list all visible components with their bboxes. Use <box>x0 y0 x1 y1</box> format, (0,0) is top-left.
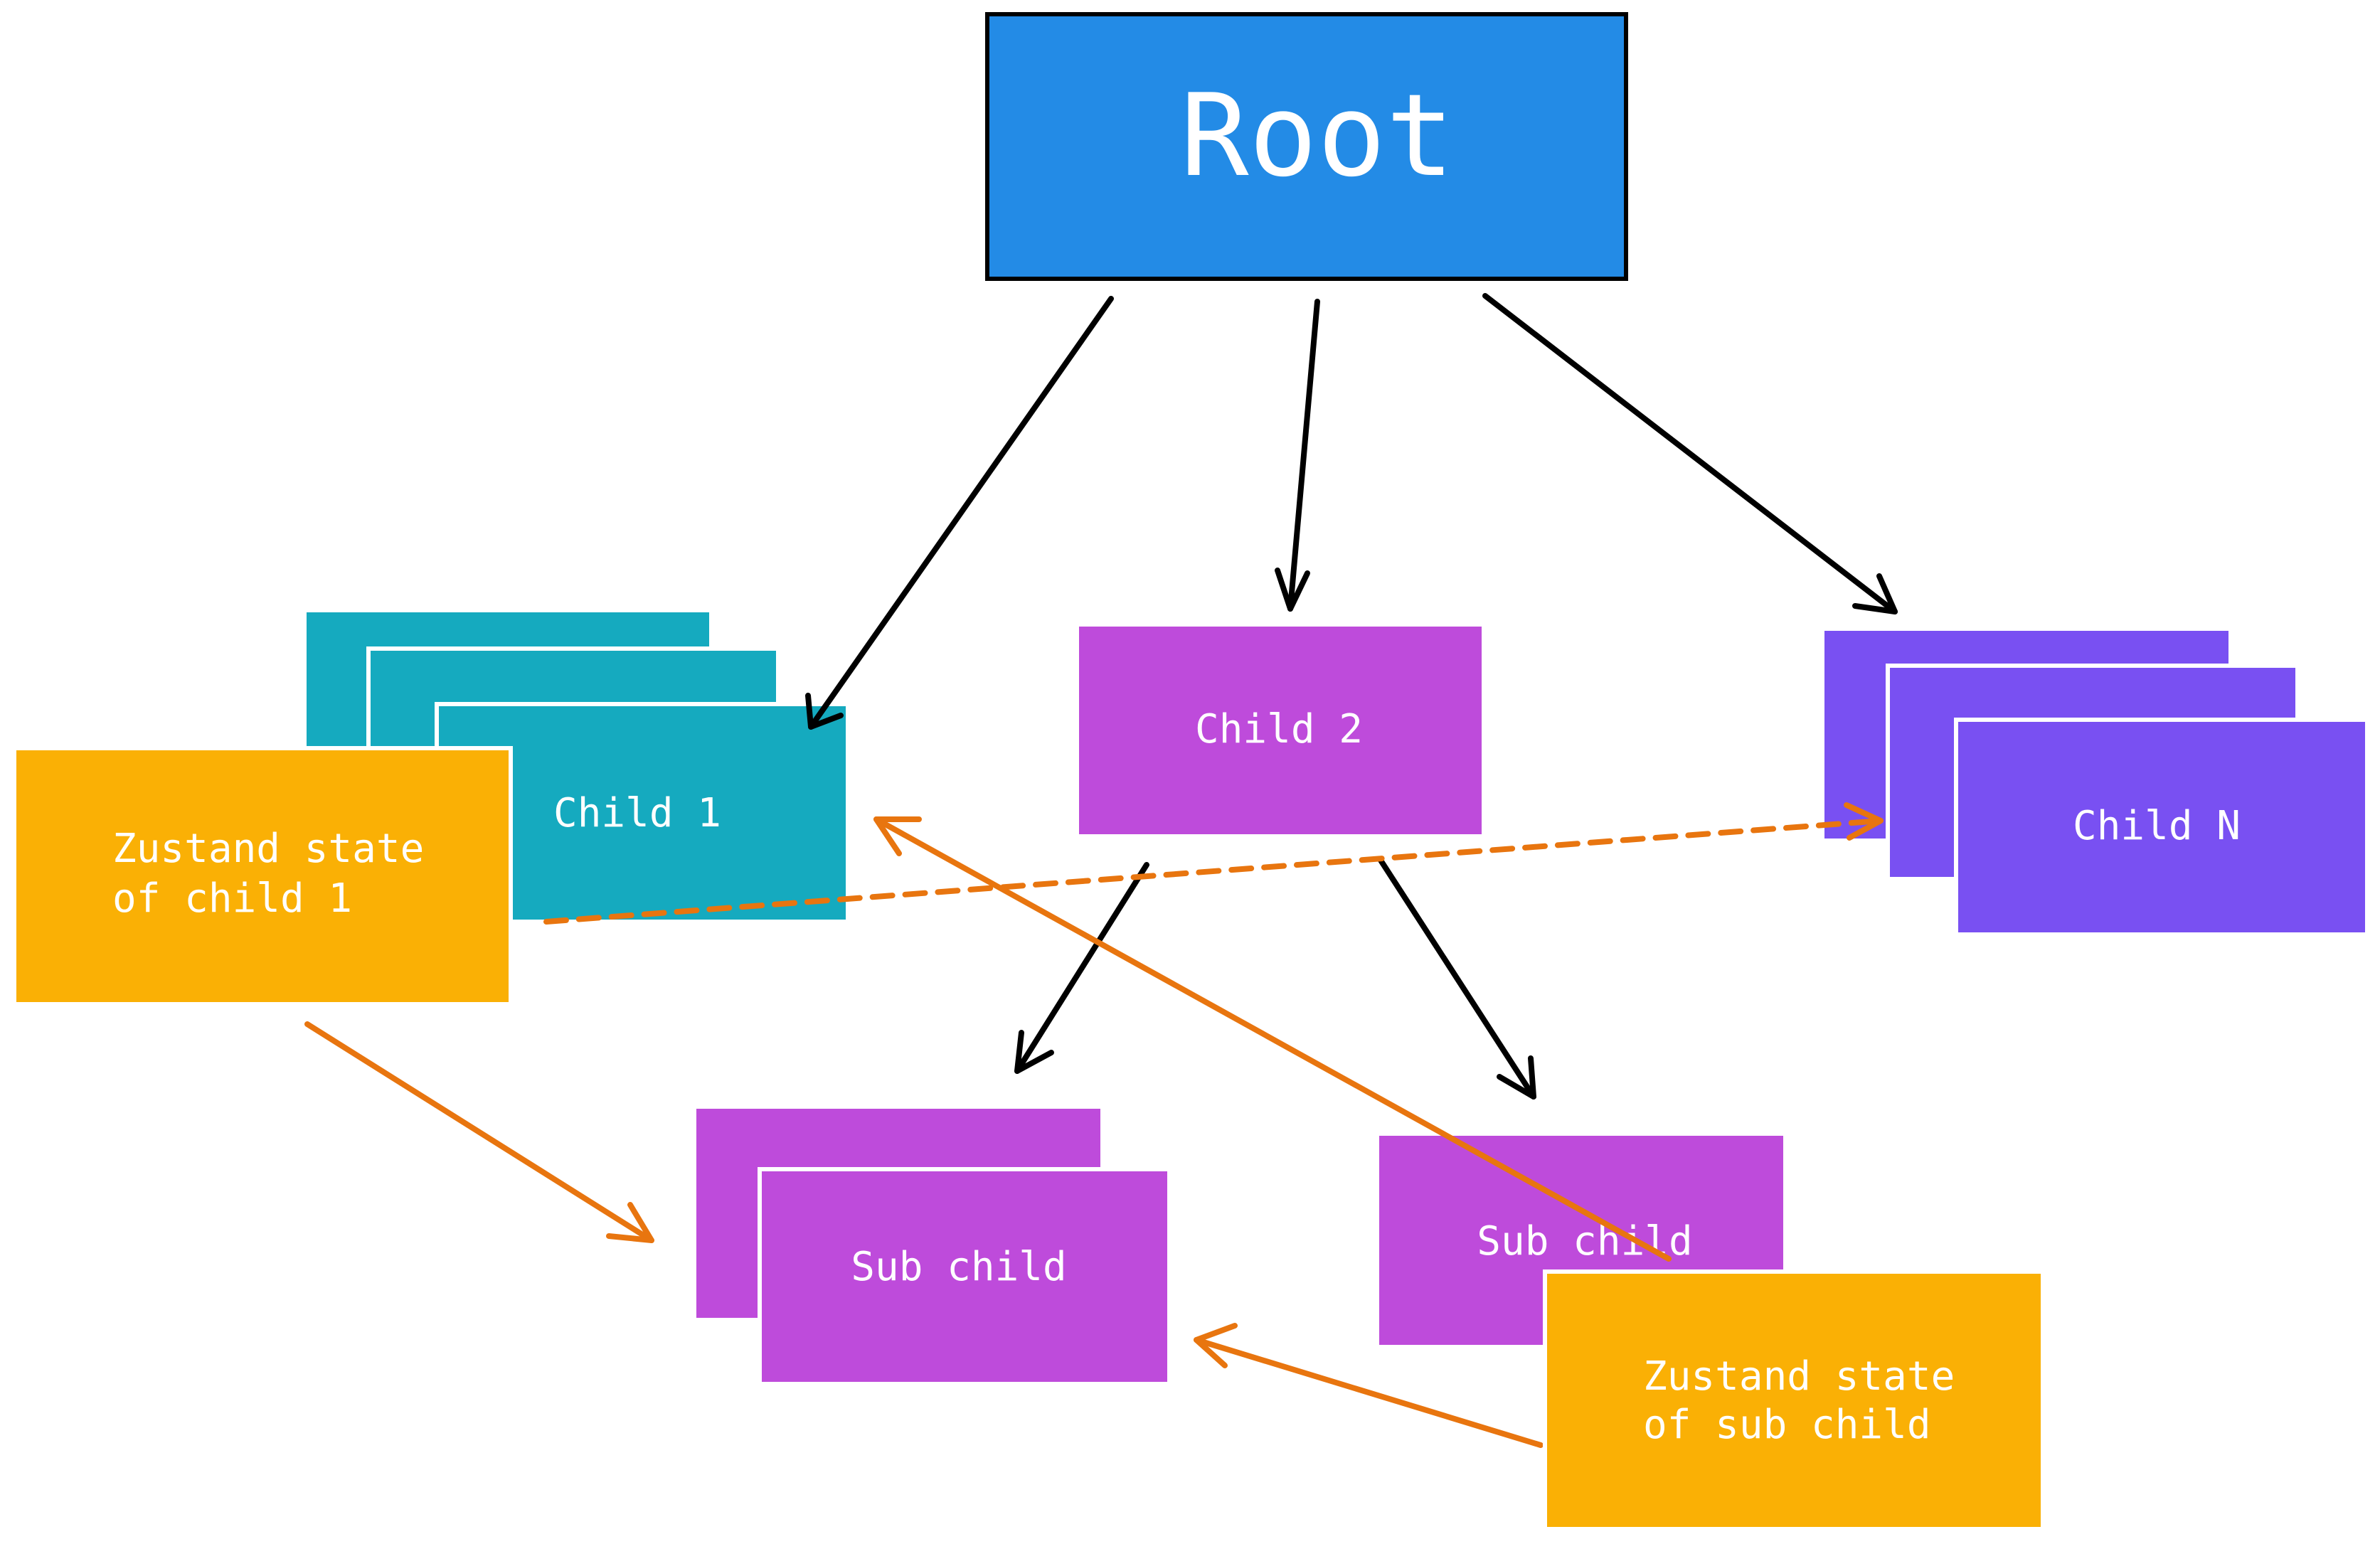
zustand-state-sub-child-card <box>1543 1269 2045 1531</box>
zustand-state-sub-child-line-2: of sub child <box>1643 1402 1931 1448</box>
root-to-child-2-arrow <box>1275 299 1320 612</box>
hierarchy-arrows <box>805 293 1898 1100</box>
child-1-label: Child 1 <box>553 790 721 836</box>
state-sub-child-to-sub-child-left-arrow <box>1194 1323 1544 1448</box>
child-2-card <box>1075 622 1486 838</box>
zustand-state-child-1-label: Zustand state of child 1 <box>112 826 448 922</box>
child-2-label: Child 2 <box>1195 706 1363 752</box>
zustand-state-child-1: Zustand state of child 1 <box>12 746 513 1006</box>
sub-child-left-stack: Sub child <box>692 1104 1172 1386</box>
state-flow-arrows <box>304 802 1884 1448</box>
child-n-stack: Child N <box>1820 627 2369 937</box>
sub-child-left-label: Sub child <box>851 1244 1066 1290</box>
child-n-label: Child N <box>2073 803 2241 849</box>
root-card <box>985 12 1628 281</box>
root-to-child-1-arrow <box>805 296 1114 730</box>
zustand-state-sub-child: Zustand state of sub child <box>1543 1269 2045 1531</box>
zustand-state-child-1-card <box>12 746 513 1006</box>
root-to-child-n-arrow <box>1482 293 1898 614</box>
sub-child-left-card-front <box>758 1167 1172 1386</box>
child-n-card-front <box>1954 718 2369 937</box>
zustand-state-sub-child-line-1: Zustand state <box>1643 1353 1955 1400</box>
child-2-node: Child 2 <box>1075 622 1486 838</box>
zustand-state-sub-child-label: Zustand state of sub child <box>1643 1353 1979 1448</box>
state-child-1-to-child-n-dashed-arrow <box>543 802 1884 925</box>
sub-child-right-label: Sub child <box>1477 1218 1692 1265</box>
state-sub-child-to-child-1-arrow <box>873 816 1672 1262</box>
state-child-1-to-sub-child-left-arrow <box>304 1021 654 1243</box>
root-node: Root <box>985 12 1628 281</box>
zustand-state-child-1-line-1: Zustand state <box>112 826 424 872</box>
child-2-to-sub-child-right-arrow <box>1377 856 1536 1100</box>
zustand-state-child-1-line-2: of child 1 <box>112 875 352 922</box>
root-label: Root <box>1180 69 1454 202</box>
child-2-to-sub-child-left-arrow <box>1014 862 1149 1074</box>
